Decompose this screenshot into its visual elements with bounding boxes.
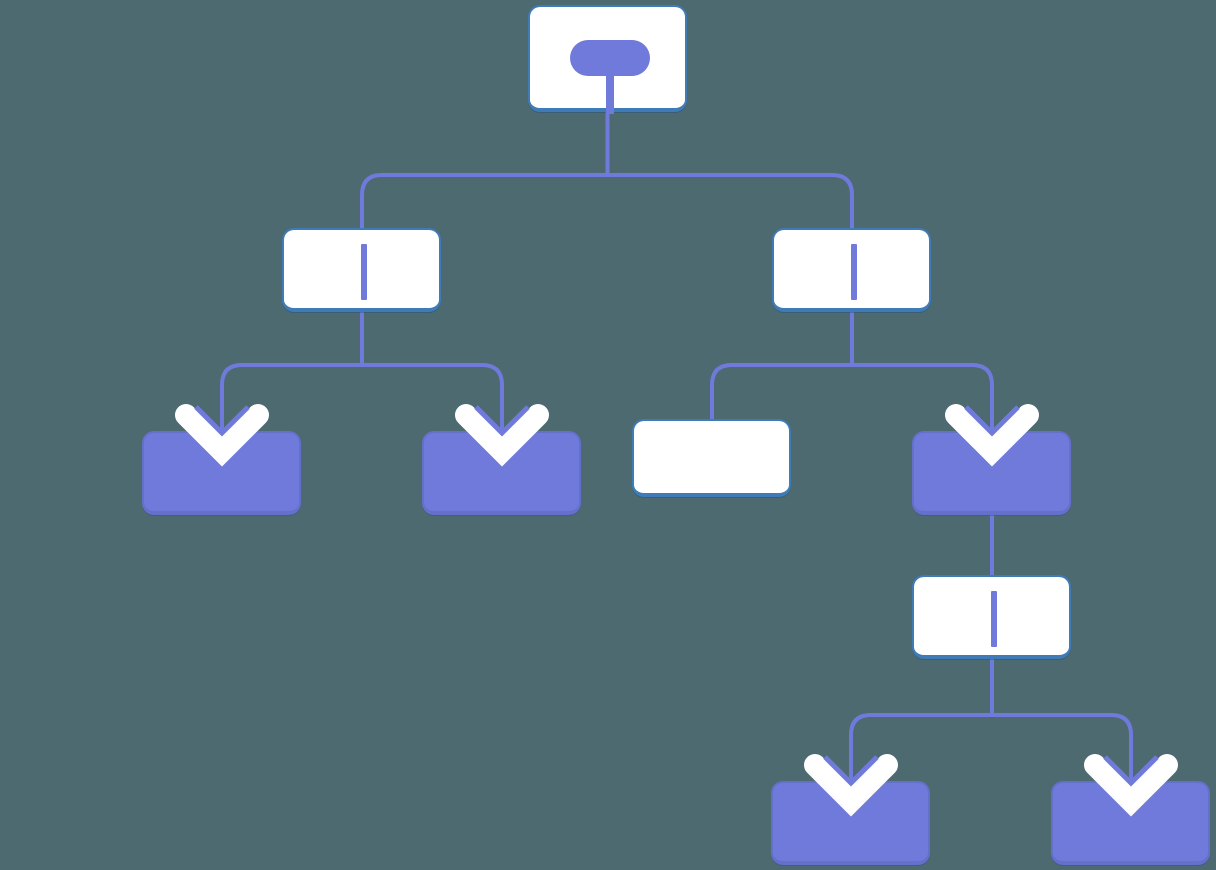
node-n1[interactable] (282, 228, 441, 312)
vertical-bar-glyph (990, 591, 997, 647)
node-n2[interactable] (772, 228, 931, 312)
connector-edge (710, 312, 854, 419)
connector-edge (360, 112, 610, 228)
connector-edge (220, 312, 364, 431)
connector-edge (360, 312, 504, 431)
node-n7[interactable] (912, 575, 1071, 659)
node-n0[interactable] (528, 5, 687, 114)
arrowhead-tip (823, 755, 879, 787)
arrowhead-tip (1103, 755, 1159, 787)
connector-edge (990, 659, 1133, 781)
vertical-bar-glyph (360, 244, 367, 300)
arrowhead-tip (964, 405, 1020, 437)
connector-edge (850, 312, 994, 431)
node-n4[interactable] (422, 431, 581, 515)
vertical-bar-glyph (850, 244, 857, 300)
pill-stem-glyph (605, 70, 614, 114)
arrowhead-tip (474, 405, 530, 437)
arrowhead-tip (194, 405, 250, 437)
connector-edge (849, 659, 994, 781)
node-n3[interactable] (142, 431, 301, 515)
node-n5[interactable] (632, 419, 791, 497)
connector-edge (605, 112, 854, 228)
node-n6[interactable] (912, 431, 1071, 515)
node-n8[interactable] (771, 781, 930, 865)
node-n9[interactable] (1051, 781, 1210, 865)
